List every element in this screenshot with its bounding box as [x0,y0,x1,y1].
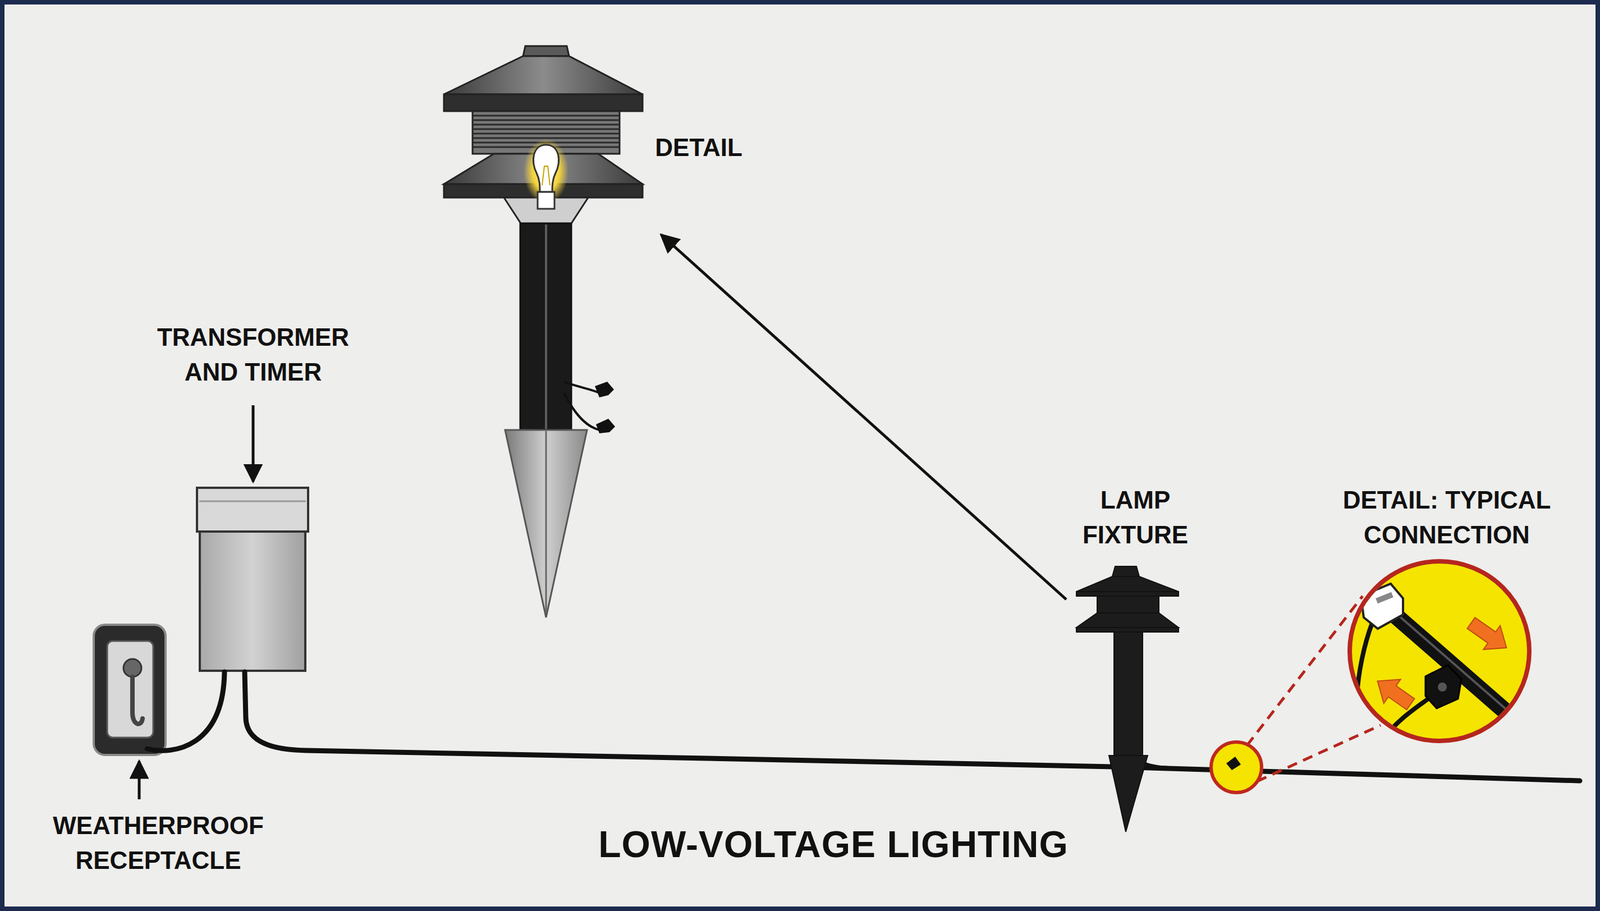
lamp-fixture [1076,566,1179,832]
connection-detail-part-part [1360,583,1404,629]
part-label: TRANSFORMER AND TIMER [146,319,360,389]
receptacle-part [93,624,166,755]
detail-lamp-part [443,94,643,112]
receptacle [93,624,166,755]
lamp-fixture-part [1112,566,1140,577]
connection-detail [1211,561,1530,793]
detail-lamp-part [443,56,643,95]
connection-detail-part-part [1375,592,1394,604]
connection-detail-part-part [1349,572,1524,724]
connection-detail-part-part [1352,578,1527,730]
cable-part [147,671,225,751]
receptacle-part [123,658,142,677]
detail-lamp-part [523,46,570,57]
lamp-fixture-part [1076,591,1179,597]
connection-detail-part-part [1356,622,1373,696]
detail-lamp-part [596,418,616,434]
connection-detail-part [1257,725,1381,782]
detail-lamp-part [564,381,600,393]
connection-detail-part-part [1437,682,1447,692]
part-label: LAMP FIXTURE [1067,482,1203,552]
detail-lamp-part [564,392,600,430]
receptacle-part [132,676,143,724]
transformer-part [199,500,306,503]
detail-lamp-part-part [472,128,620,131]
detail-lamp-part [545,431,548,613]
detail-lamp-part-part [472,119,620,122]
receptacle-part [107,640,154,738]
detail-lamp-part [533,144,559,192]
connection-detail-part-part [1462,611,1515,660]
lamp-fixture-part [1076,576,1179,592]
connection-detail-part [1211,741,1262,793]
detail-lamp-part [520,223,572,430]
detail-lamp-part-part [472,115,620,117]
detail-lamp-part [505,429,588,618]
pointer-arrow [661,234,1067,600]
lamp-fixture-part [1076,627,1179,632]
connection-detail-part-part [1369,668,1420,717]
detail-lamp-part-part [472,124,620,126]
lamp-fixture-part [1076,612,1179,628]
part-label: WEATHERPROOF RECEPTACLE [34,808,282,878]
lamp-fixture-part [1108,755,1148,832]
label-arrow [251,405,255,482]
transformer-part [199,530,306,671]
label-arrow [138,760,141,800]
detail-label: DETAIL [636,130,761,165]
connection-detail-part [1349,561,1530,741]
detail-lamp [443,46,643,618]
detail-lamp-part [537,191,555,209]
transformer-part [196,487,309,532]
detail-lamp-part [594,381,614,398]
lamp-fixture-part [1097,596,1159,613]
transformer [196,487,309,671]
connection-detail-part [1247,596,1363,746]
diagram-title: LOW-VOLTAGE LIGHTING [598,820,1068,869]
lamp-fixture-part [1113,631,1143,756]
connection-detail-part-part [1425,665,1462,709]
detail-lamp-part [542,166,550,186]
detail-lamp-part-part [472,133,620,135]
connection-detail-part [1349,572,1527,747]
connection-detail-part [1226,756,1241,770]
detail-lamp-part [544,224,548,429]
detail-label: DETAIL: TYPICAL CONNECTION [1323,482,1571,552]
